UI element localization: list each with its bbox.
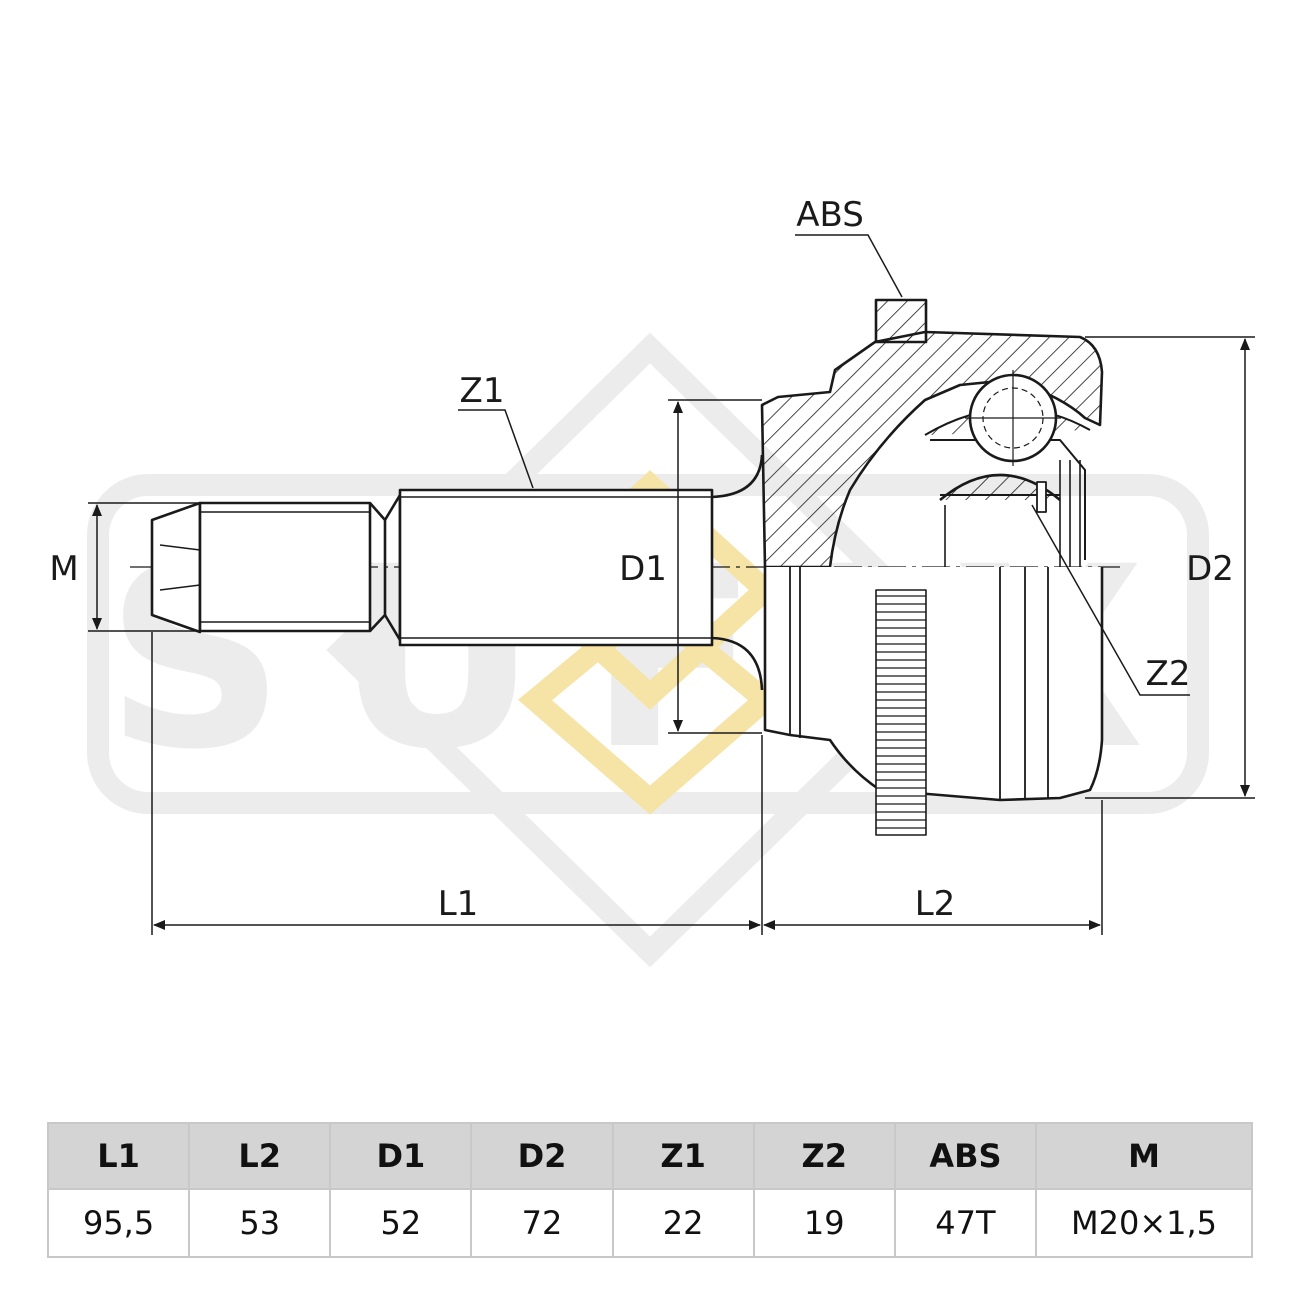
abs-ring <box>875 589 927 836</box>
shaft <box>150 454 764 691</box>
spec-header-l1: L1 <box>46 1122 191 1190</box>
spec-header-d1: D1 <box>329 1122 473 1190</box>
label-m: M <box>49 549 78 589</box>
spec-header-abs: ABS <box>893 1122 1038 1190</box>
spec-header-z2: Z2 <box>752 1122 896 1190</box>
label-abs: ABS <box>796 195 864 235</box>
abs-ring-teeth <box>876 595 926 829</box>
label-l2: L2 <box>915 884 956 924</box>
bell-housing <box>760 298 1104 836</box>
label-l1: L1 <box>438 884 479 924</box>
spec-value-z2: 19 <box>752 1188 896 1258</box>
label-d1: D1 <box>619 549 667 589</box>
spec-value-d2: 72 <box>470 1188 614 1258</box>
label-z1: Z1 <box>460 371 505 411</box>
spec-value-abs: 47T <box>893 1188 1038 1258</box>
label-d2: D2 <box>1186 549 1234 589</box>
cv-joint-drawing: SUFIX <box>49 195 1255 968</box>
spec-value-z1: 22 <box>611 1188 755 1258</box>
spec-header-row: L1 L2 D1 D2 Z1 Z2 ABS M <box>46 1122 1253 1190</box>
spec-table: L1 L2 D1 D2 Z1 Z2 ABS M 95,5 53 52 72 22… <box>46 1122 1253 1258</box>
spec-header-l2: L2 <box>188 1122 332 1190</box>
spec-value-d1: 52 <box>329 1188 473 1258</box>
spec-header-d2: D2 <box>470 1122 614 1190</box>
spec-value-l1: 95,5 <box>46 1188 191 1258</box>
spec-value-row: 95,5 53 52 72 22 19 47T M20×1,5 <box>46 1188 1253 1258</box>
spec-value-m: M20×1,5 <box>1035 1188 1253 1258</box>
dimensions <box>88 234 1255 935</box>
abs-tab <box>874 298 928 344</box>
spec-header-m: M <box>1035 1122 1253 1190</box>
label-z2: Z2 <box>1146 654 1191 694</box>
spec-value-l2: 53 <box>188 1188 332 1258</box>
spec-header-z1: Z1 <box>611 1122 755 1190</box>
